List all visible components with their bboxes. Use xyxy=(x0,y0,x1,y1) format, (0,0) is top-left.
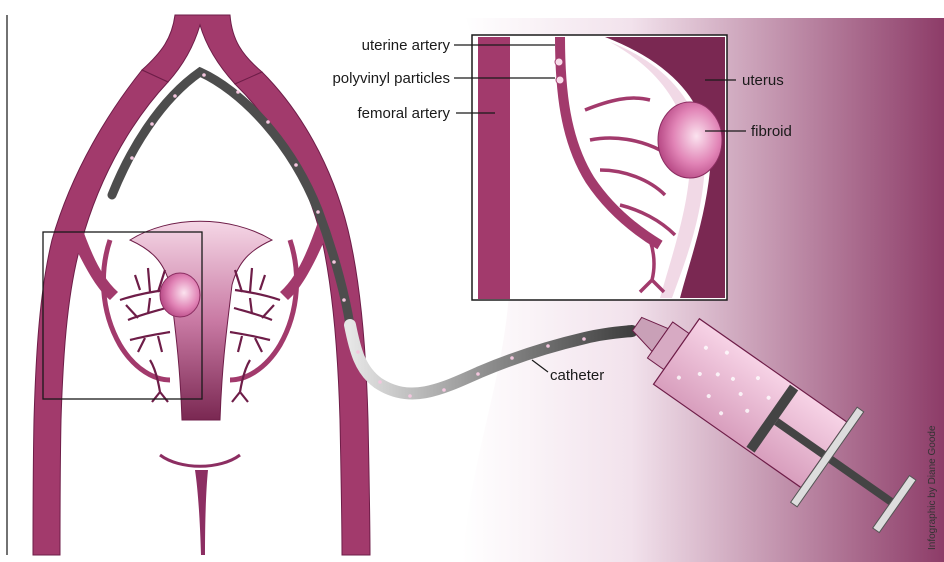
credit-line: Infographic by Diane Goode xyxy=(927,425,938,550)
label-fibroid: fibroid xyxy=(751,123,792,140)
label-uterus: uterus xyxy=(742,72,784,89)
label-polyvinyl-particles: polyvinyl particles xyxy=(332,70,450,87)
vaginal-canal xyxy=(195,470,208,555)
fibroid-main xyxy=(160,273,200,317)
label-femoral-artery: femoral artery xyxy=(357,105,450,122)
label-catheter: catheter xyxy=(550,367,604,384)
inset-femoral-artery xyxy=(478,37,510,299)
label-uterine-artery: uterine artery xyxy=(362,37,451,54)
uterine-vessels-right xyxy=(230,268,280,402)
inset-fibroid xyxy=(658,102,722,178)
inset-particle-1 xyxy=(555,58,563,66)
uterus-body xyxy=(130,221,272,420)
inset-panel xyxy=(472,35,727,300)
cervix xyxy=(160,455,240,466)
inset-particle-2 xyxy=(556,76,564,84)
uterus-main xyxy=(120,221,280,420)
